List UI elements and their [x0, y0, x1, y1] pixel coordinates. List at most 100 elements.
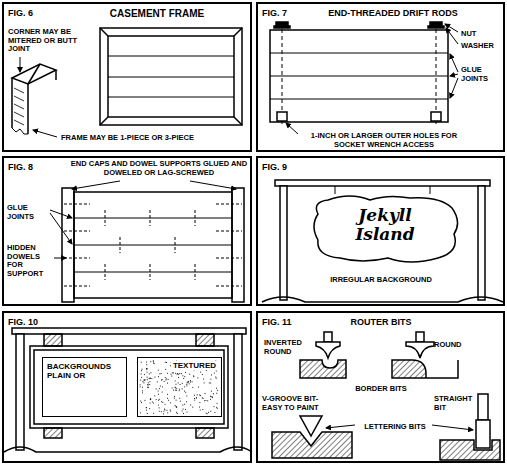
texture-dot	[161, 379, 163, 381]
texture-dot	[162, 401, 164, 403]
texture-dot	[179, 397, 181, 399]
sign-frame-part	[16, 334, 24, 450]
casement-frame-part	[108, 56, 234, 97]
texture-dot	[139, 384, 141, 386]
texture-dot	[170, 402, 172, 404]
texture-dot	[144, 399, 146, 401]
texture-dot	[143, 379, 145, 381]
texture-dot	[204, 393, 206, 395]
sign-board: Jekyll Island	[310, 194, 460, 264]
texture-dot	[158, 388, 160, 390]
texture-dot	[190, 381, 192, 383]
background-panel: TEXTURED	[137, 357, 222, 417]
texture-dot	[200, 371, 202, 373]
figure-panel: FIG. 11ROUTER BITSINVERTED ROUNDROUNDBOR…	[256, 311, 505, 463]
figure-number: FIG. 11	[262, 317, 312, 327]
sign-posts-part	[478, 186, 485, 300]
doweled-panel-part	[232, 188, 244, 302]
caption-text: V-GROOVE BIT- EASY TO PAINT	[262, 395, 336, 412]
texture-dot	[179, 388, 181, 390]
casement-frame-part	[108, 36, 234, 117]
texture-dot	[185, 408, 187, 410]
leader-arrow-part	[72, 181, 120, 189]
texture-dot	[166, 378, 168, 380]
texture-dot	[214, 411, 216, 413]
texture-dot	[188, 383, 190, 385]
sign-frame-part	[30, 346, 228, 428]
texture-dot	[178, 373, 180, 375]
sign-frame-part	[44, 428, 62, 438]
texture-dot	[192, 386, 194, 388]
texture-dot	[176, 373, 178, 375]
texture-dot	[176, 406, 178, 408]
router-bit-part	[272, 432, 352, 458]
texture-dot	[193, 394, 195, 396]
texture-dot	[161, 386, 163, 388]
texture-dot	[159, 373, 161, 375]
texture-dot	[147, 382, 149, 384]
texture-dot	[216, 387, 218, 389]
texture-dot	[174, 387, 176, 389]
texture-dot	[170, 373, 172, 375]
texture-dot	[210, 378, 212, 380]
texture-dot	[171, 375, 173, 377]
texture-dot	[139, 412, 141, 414]
texture-dot	[181, 382, 183, 384]
texture-dot	[139, 386, 141, 388]
texture-dot	[148, 373, 150, 375]
texture-dot	[196, 394, 198, 396]
texture-dot	[146, 409, 148, 411]
texture-dot	[160, 411, 162, 413]
texture-dot	[174, 389, 176, 391]
leader-arrow-part	[445, 24, 458, 32]
texture-dot	[175, 406, 177, 408]
texture-dot	[175, 372, 177, 374]
texture-dot	[208, 411, 210, 413]
texture-dot	[213, 372, 215, 374]
texture-dot	[141, 368, 143, 370]
doweled-panel-part	[64, 204, 242, 286]
texture-dot	[207, 400, 209, 402]
texture-dot	[149, 399, 151, 401]
texture-dot	[189, 380, 191, 382]
illustration-part	[4, 22, 503, 460]
texture-dot	[167, 412, 169, 414]
texture-dot	[176, 406, 178, 408]
texture-dot	[146, 368, 148, 370]
texture-dot	[182, 375, 184, 377]
texture-dot	[209, 395, 211, 397]
panel-assembly-part	[428, 26, 444, 28]
sign-frame-part	[196, 334, 214, 346]
texture-dot	[142, 381, 144, 383]
texture-dot	[167, 397, 169, 399]
doweled-panel	[62, 188, 244, 302]
texture-dot	[216, 402, 218, 404]
texture-dot	[174, 396, 176, 398]
texture-dot	[146, 379, 148, 381]
texture-dot	[154, 376, 156, 378]
texture-dot	[164, 409, 166, 411]
router-bit-part	[324, 332, 332, 342]
router-bit-part	[478, 394, 488, 420]
doweled-panel-part	[74, 218, 232, 272]
texture-dot	[215, 376, 217, 378]
irregular-background	[314, 196, 458, 262]
router-bit-part	[300, 360, 346, 378]
leader-arrow	[286, 24, 458, 134]
router-bit-part	[406, 342, 434, 358]
texture-dot	[184, 403, 186, 405]
texture-dot	[152, 360, 154, 362]
texture-dot	[164, 377, 166, 379]
texture-dot	[209, 398, 211, 400]
texture-dot	[188, 380, 190, 382]
texture-dot	[210, 382, 212, 384]
texture-dot	[159, 385, 161, 387]
texture-dot	[149, 384, 151, 386]
texture-dot	[202, 398, 204, 400]
texture-dot	[154, 395, 156, 397]
texture-dot	[176, 413, 178, 415]
caption-text: FRAME MAY BE 1-PIECE OR 3-PIECE	[61, 134, 247, 143]
doweled-panel-part	[74, 192, 232, 298]
router-bit-part	[416, 332, 424, 342]
background-panel: BACKGROUNDS PLAIN OR	[42, 357, 127, 417]
